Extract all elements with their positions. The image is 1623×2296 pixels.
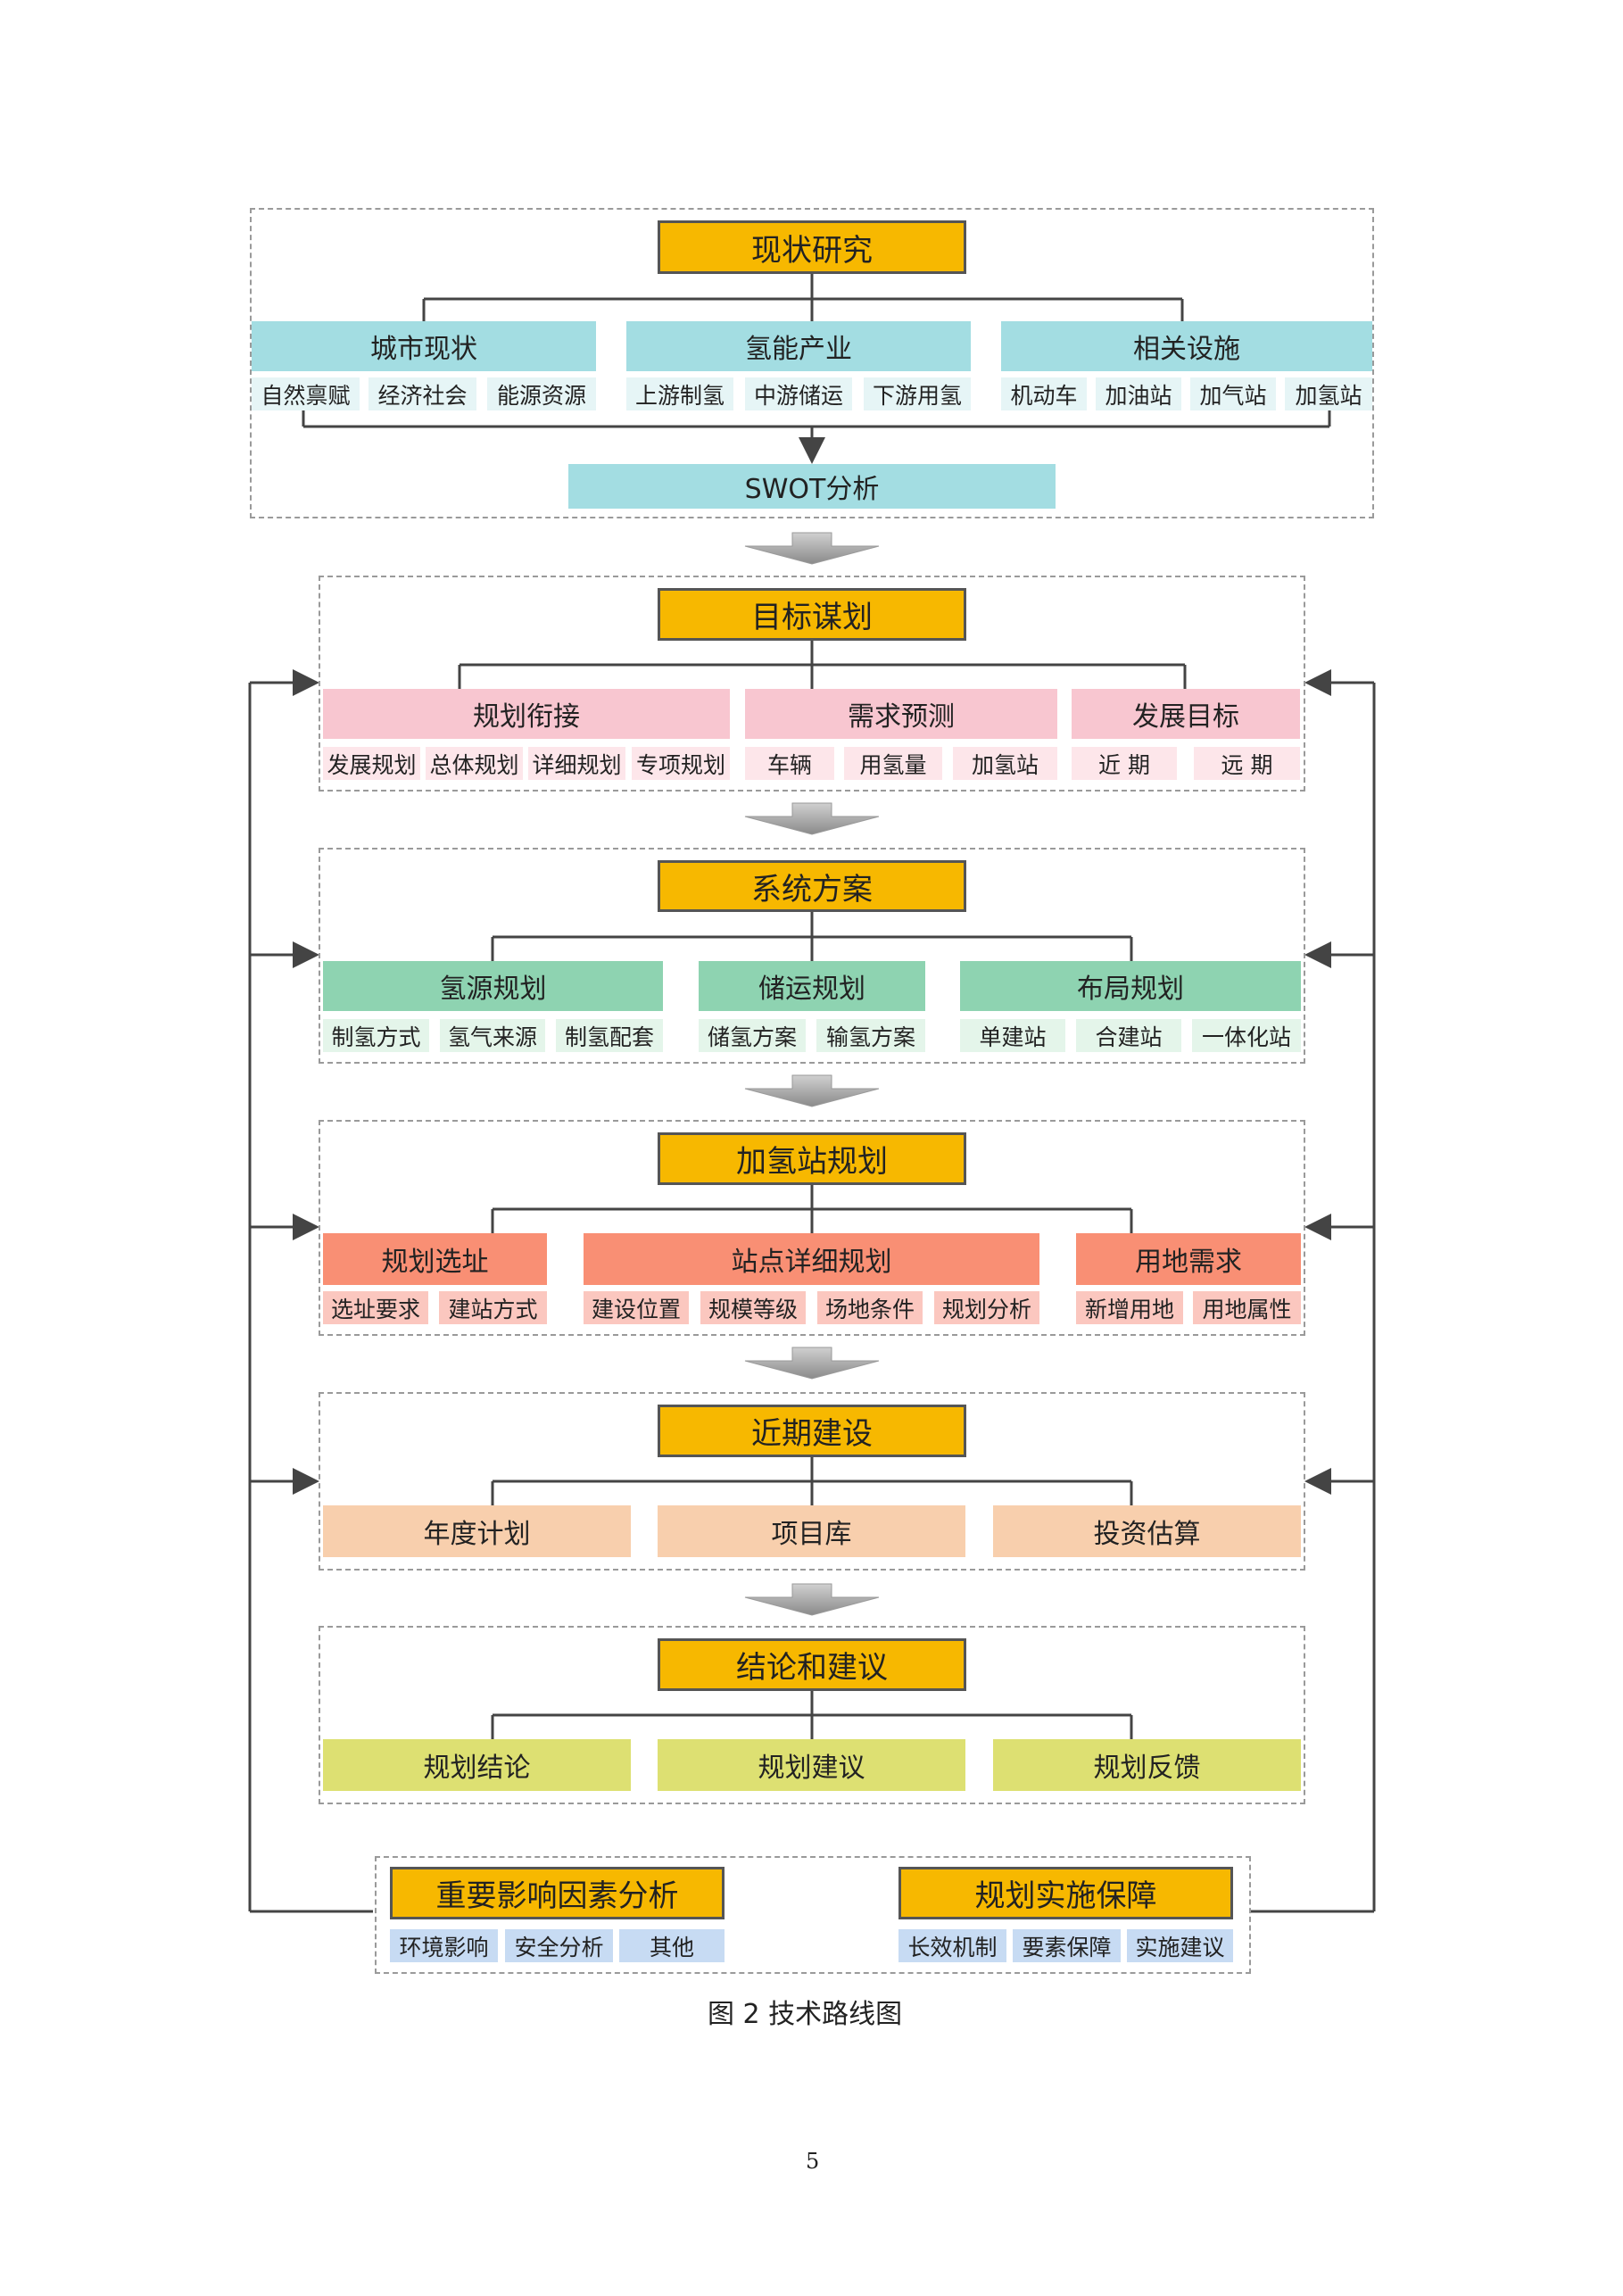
item-plan-feedback: 规划反馈 bbox=[993, 1739, 1301, 1791]
item-plan-analysis: 规划分析 bbox=[934, 1291, 1039, 1324]
item-integrated-station: 一体化站 bbox=[1192, 1019, 1301, 1052]
item-master-plan: 总体规划 bbox=[426, 747, 523, 780]
item-upstream-production: 上游制氢 bbox=[626, 377, 733, 410]
group-land-demand: 用地需求 bbox=[1076, 1233, 1301, 1285]
item-long-term: 远 期 bbox=[1194, 747, 1300, 780]
nearterm-title: 近期建设 bbox=[658, 1405, 966, 1457]
group-site-selection: 规划选址 bbox=[323, 1233, 547, 1285]
item-plan-conclusion: 规划结论 bbox=[323, 1739, 631, 1791]
system-section-frame bbox=[319, 848, 1305, 1064]
item-combined-station: 合建站 bbox=[1076, 1019, 1181, 1052]
item-development-plan: 发展规划 bbox=[323, 747, 420, 780]
item-scale-grade: 规模等级 bbox=[700, 1291, 806, 1324]
item-special-plan: 专项规划 bbox=[632, 747, 730, 780]
item-project-library: 项目库 bbox=[658, 1505, 965, 1557]
item-safety-analysis: 安全分析 bbox=[505, 1929, 613, 1962]
group-storage-transport: 储运规划 bbox=[699, 961, 925, 1011]
nearterm-section-frame bbox=[319, 1392, 1305, 1571]
item-standalone-station: 单建站 bbox=[960, 1019, 1065, 1052]
item-downstream-use: 下游用氢 bbox=[864, 377, 971, 410]
group-related-facilities: 相关设施 bbox=[1001, 321, 1372, 371]
item-storage-scheme: 储氢方案 bbox=[699, 1019, 806, 1052]
status-section-frame bbox=[250, 208, 1374, 518]
group-hydrogen-industry: 氢能产业 bbox=[626, 321, 971, 371]
item-motor-vehicle: 机动车 bbox=[1001, 377, 1087, 410]
item-annual-plan: 年度计划 bbox=[323, 1505, 631, 1557]
goal-title: 目标谋划 bbox=[658, 588, 966, 641]
system-title: 系统方案 bbox=[658, 860, 966, 912]
item-hydrogen-station: 加氢站 bbox=[1285, 377, 1372, 410]
item-plan-suggestion: 规划建议 bbox=[658, 1739, 965, 1791]
group-layout-plan: 布局规划 bbox=[960, 961, 1301, 1011]
group-hydrogen-source: 氢源规划 bbox=[323, 961, 663, 1011]
item-vehicles: 车辆 bbox=[745, 747, 834, 780]
item-build-mode: 建站方式 bbox=[439, 1291, 547, 1324]
item-economy-society: 经济社会 bbox=[368, 377, 476, 410]
conclusion-section-frame bbox=[319, 1626, 1305, 1804]
station-section-frame bbox=[319, 1120, 1305, 1336]
item-hydrogen-usage: 用氢量 bbox=[844, 747, 942, 780]
swot-analysis: SWOT分析 bbox=[568, 464, 1056, 509]
station-title: 加氢站规划 bbox=[658, 1132, 966, 1185]
group-plan-linkage: 规划衔接 bbox=[323, 689, 730, 739]
item-cng-station: 加气站 bbox=[1190, 377, 1276, 410]
item-site-conditions: 场地条件 bbox=[817, 1291, 923, 1324]
status-title: 现状研究 bbox=[658, 220, 966, 274]
item-h2-station: 加氢站 bbox=[953, 747, 1057, 780]
item-land-attribute: 用地属性 bbox=[1193, 1291, 1301, 1324]
group-site-detail-plan: 站点详细规划 bbox=[584, 1233, 1039, 1285]
item-gas-station: 加油站 bbox=[1096, 377, 1181, 410]
conclusion-title: 结论和建议 bbox=[658, 1638, 966, 1691]
group-city-status: 城市现状 bbox=[252, 321, 596, 371]
item-others: 其他 bbox=[619, 1929, 725, 1962]
item-site-requirements: 选址要求 bbox=[323, 1291, 428, 1324]
group-development-goal: 发展目标 bbox=[1072, 689, 1300, 739]
factors-title: 重要影响因素分析 bbox=[390, 1867, 725, 1919]
item-transport-scheme: 输氢方案 bbox=[816, 1019, 925, 1052]
goal-section-frame bbox=[319, 576, 1305, 792]
page-number: 5 bbox=[806, 2149, 820, 2174]
group-demand-forecast: 需求预测 bbox=[745, 689, 1057, 739]
item-long-term-mechanism: 长效机制 bbox=[898, 1929, 1006, 1962]
item-near-term: 近 期 bbox=[1072, 747, 1177, 780]
item-new-land: 新增用地 bbox=[1076, 1291, 1183, 1324]
item-investment-estimate: 投资估算 bbox=[993, 1505, 1301, 1557]
item-energy-resources: 能源资源 bbox=[487, 377, 596, 410]
item-production-method: 制氢方式 bbox=[323, 1019, 429, 1052]
item-hydrogen-source: 氢气来源 bbox=[440, 1019, 545, 1052]
item-environment-impact: 环境影响 bbox=[390, 1929, 498, 1962]
item-detailed-plan: 详细规划 bbox=[528, 747, 625, 780]
support-section-frame bbox=[375, 1856, 1251, 1974]
item-production-support: 制氢配套 bbox=[556, 1019, 663, 1052]
item-factor-guarantee: 要素保障 bbox=[1013, 1929, 1121, 1962]
item-implementation-advice: 实施建议 bbox=[1127, 1929, 1233, 1962]
guarantee-title: 规划实施保障 bbox=[898, 1867, 1233, 1919]
item-midstream-storage: 中游储运 bbox=[745, 377, 852, 410]
item-natural-endowment: 自然禀赋 bbox=[252, 377, 360, 410]
item-build-location: 建设位置 bbox=[584, 1291, 689, 1324]
figure-caption: 图 2 技术路线图 bbox=[708, 1999, 903, 2030]
